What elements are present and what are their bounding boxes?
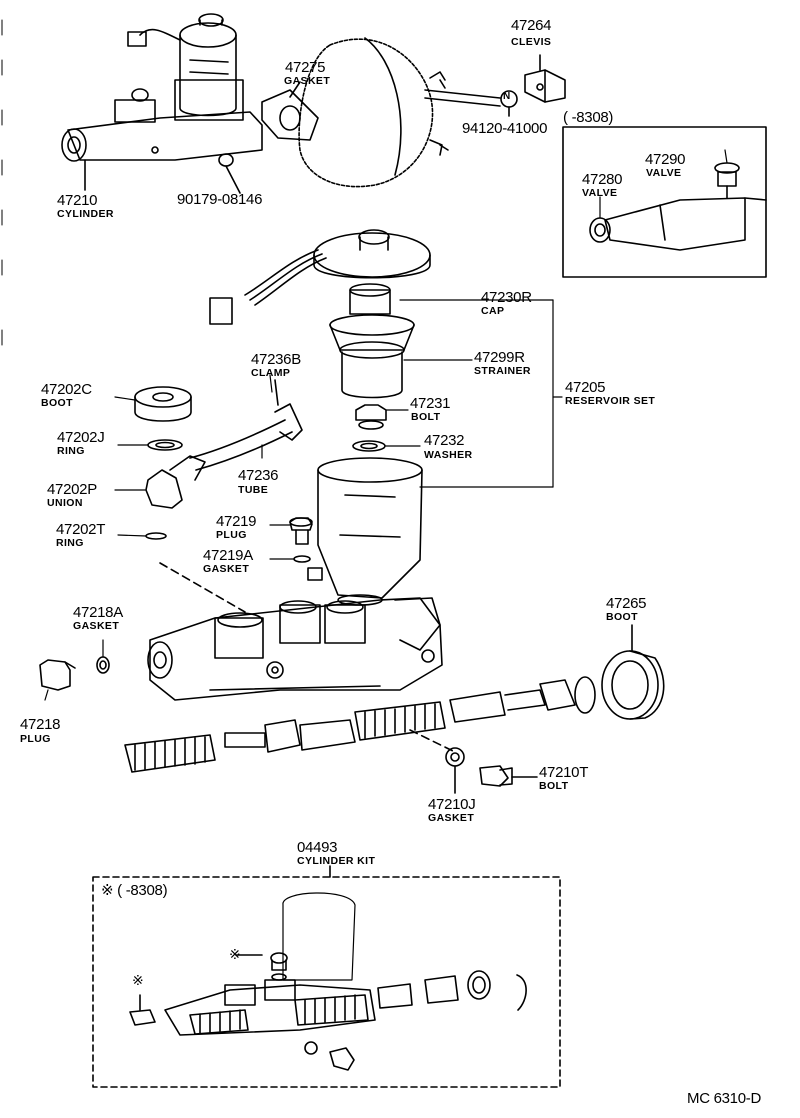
- part-number-47202P: 47202P: [47, 481, 97, 498]
- part-number-47299R: 47299R: [474, 349, 525, 366]
- part-number-47219: 47219: [216, 513, 257, 530]
- part-name-union: UNION: [47, 497, 83, 509]
- part-name-plug-47219: PLUG: [216, 529, 247, 541]
- date-range-kit: ※ ( -8308): [101, 882, 168, 899]
- part-number-47202J: 47202J: [57, 429, 105, 446]
- part-number-04493: 04493: [297, 839, 338, 856]
- reservoir-tank-drawing: [307, 457, 423, 606]
- diagram-code: MC 6310-D: [687, 1090, 761, 1107]
- part-name-gasket-47275: GASKET: [284, 75, 331, 87]
- part-number-47230R: 47230R: [481, 289, 532, 306]
- valve-inset-box: [562, 126, 767, 278]
- part-name-reservoir-set: RESERVOIR SET: [565, 395, 656, 407]
- part-number-94120-41000: 94120-41000: [462, 120, 548, 137]
- boot-47265-drawing: [601, 624, 665, 720]
- part-name-gasket-47219A: GASKET: [203, 563, 250, 575]
- part-number-47210T: 47210T: [539, 764, 589, 781]
- part-name-washer: WASHER: [424, 449, 473, 461]
- part-number-90179-08146: 90179-08146: [177, 191, 263, 208]
- part-name-gasket-47210J: GASKET: [428, 812, 475, 824]
- part-name-cap: CAP: [481, 305, 505, 317]
- reservoir-bolt-washer-drawing: [352, 404, 387, 452]
- part-name-plug-47218: PLUG: [20, 733, 51, 745]
- assembly-dash-1: [159, 562, 246, 613]
- kit-marker-1: ※: [229, 946, 241, 962]
- part-name-ring-47202T: RING: [56, 537, 84, 549]
- part-name-valve-47290: VALVE: [646, 167, 682, 179]
- part-number-47265: 47265: [606, 595, 647, 612]
- master-cylinder-top-drawing: [61, 13, 263, 194]
- reservoir-cap-drawing: [209, 229, 431, 325]
- part-name-clevis: CLEVIS: [511, 36, 552, 48]
- part-name-bolt-47231: BOLT: [411, 411, 441, 423]
- part-number-47280: 47280: [582, 171, 623, 188]
- kit-marker-2: ※: [132, 972, 144, 988]
- part-number-47218: 47218: [20, 716, 61, 733]
- gasket-47275-drawing: [261, 81, 319, 141]
- part-number-47205: 47205: [565, 379, 606, 396]
- master-cylinder-body-drawing: [147, 597, 443, 701]
- clevis-drawing: [500, 54, 566, 117]
- cylinder-kit-box: [92, 865, 561, 1088]
- part-number-47210J: 47210J: [428, 796, 476, 813]
- part-number-47202C: 47202C: [41, 381, 92, 398]
- plug-gasket-47219-drawing: [289, 517, 313, 563]
- part-number-47231: 47231: [410, 395, 451, 412]
- part-number-47219A: 47219A: [203, 547, 253, 564]
- part-number-47232: 47232: [424, 432, 465, 449]
- part-name-boot-47202C: BOOT: [41, 397, 73, 409]
- part-name-bolt-47210T: BOLT: [539, 780, 569, 792]
- part-name-clamp: CLAMP: [251, 367, 291, 379]
- part-number-47218A: 47218A: [73, 604, 123, 621]
- washer-symbol-n: N: [503, 91, 511, 102]
- brake-booster-drawing: [298, 37, 501, 188]
- part-name-strainer: STRAINER: [474, 365, 531, 377]
- part-number-47264: 47264: [511, 17, 552, 34]
- leader-lines: [44, 149, 728, 701]
- reservoir-strainer-drawing: [329, 314, 415, 399]
- part-name-ring-47202J: RING: [57, 445, 85, 457]
- part-name-cylinder-kit: CYLINDER KIT: [297, 855, 376, 867]
- part-number-47236B: 47236B: [251, 351, 301, 368]
- part-name-tube: TUBE: [238, 484, 269, 496]
- piston-spring-train-drawing: [124, 676, 596, 773]
- part-number-47210: 47210: [57, 192, 98, 209]
- part-number-47290: 47290: [645, 151, 686, 168]
- part-number-47202T: 47202T: [56, 521, 106, 538]
- part-number-47275: 47275: [285, 59, 326, 76]
- part-number-47236: 47236: [238, 467, 279, 484]
- tube-union-assembly-drawing: [134, 379, 303, 540]
- part-name-gasket-47218A: GASKET: [73, 620, 120, 632]
- part-name-cylinder: CYLINDER: [57, 208, 114, 220]
- bolt-47210T-drawing: [445, 747, 538, 794]
- part-name-boot-47265: BOOT: [606, 611, 638, 623]
- plug-47218-drawing: [39, 656, 110, 691]
- date-range-valve: ( -8308): [563, 109, 614, 126]
- assembly-dash-2: [409, 729, 456, 753]
- reservoir-set-bracket: [385, 299, 563, 488]
- part-name-valve-47280: VALVE: [582, 187, 618, 199]
